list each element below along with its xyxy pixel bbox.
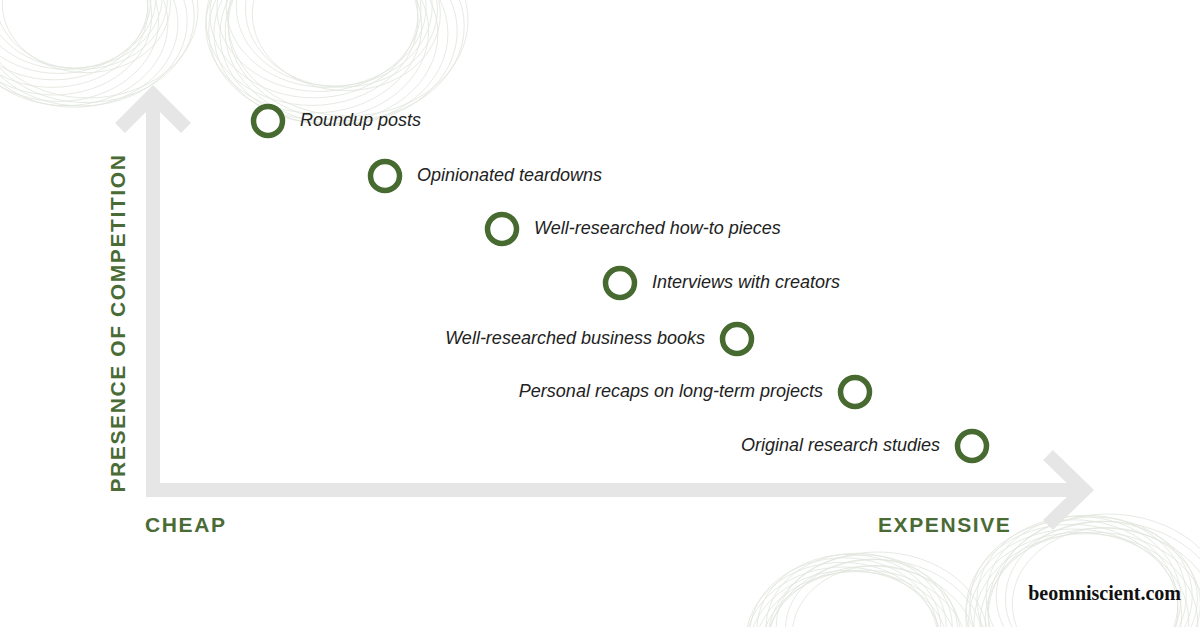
swirl-stroke bbox=[766, 553, 946, 627]
ring-marker bbox=[717, 319, 757, 359]
marker-label: Well-researched how-to pieces bbox=[534, 218, 781, 240]
swirl-stroke bbox=[757, 554, 941, 627]
swirl-stroke bbox=[1012, 528, 1200, 627]
x-axis-line bbox=[146, 483, 1085, 497]
swirl-stroke bbox=[776, 555, 952, 627]
swirl-stroke bbox=[0, 0, 151, 73]
ring-circle bbox=[488, 215, 517, 244]
swirl-stroke bbox=[206, 0, 422, 113]
swirl-stroke bbox=[217, 0, 421, 91]
marker-node: Original research studies bbox=[729, 426, 992, 466]
x-axis-max-label: EXPENSIVE bbox=[878, 513, 1011, 537]
marker-node: Well-researched business books bbox=[433, 319, 757, 359]
y-axis-arrowhead bbox=[120, 95, 186, 128]
x-axis-min-label: CHEAP bbox=[145, 513, 227, 537]
swirl-stroke bbox=[245, 0, 437, 87]
swirl-stroke bbox=[252, 0, 440, 91]
marker-label: Personal recaps on long-term projects bbox=[519, 381, 823, 403]
ring-marker bbox=[365, 156, 405, 196]
swirl-stroke bbox=[996, 517, 1192, 627]
swirl-stroke bbox=[209, 0, 429, 119]
swirl-stroke bbox=[228, 0, 464, 121]
marker-label: Well-researched business books bbox=[445, 328, 705, 350]
marker-label: Interviews with creators bbox=[652, 272, 840, 294]
swirl-stroke bbox=[986, 515, 1186, 627]
swirl-stroke bbox=[0, 0, 167, 69]
swirl-stroke bbox=[750, 558, 938, 627]
swirl-stroke bbox=[0, 0, 198, 98]
marker-label: Original research studies bbox=[741, 435, 940, 457]
swirl-stroke bbox=[746, 567, 942, 627]
swirl-stroke bbox=[228, 0, 468, 116]
ring-marker bbox=[952, 426, 992, 466]
swirl-stroke bbox=[1005, 521, 1197, 627]
marker-label: Roundup posts bbox=[300, 110, 421, 132]
swirl-stroke bbox=[988, 514, 1200, 627]
y-axis-line bbox=[146, 100, 160, 496]
marker-node: Personal recaps on long-term projects bbox=[507, 372, 875, 412]
marker-label: Opinionated teardowns bbox=[417, 165, 602, 187]
ring-marker bbox=[835, 372, 875, 412]
ring-circle bbox=[958, 432, 987, 461]
swirl-stroke bbox=[206, 0, 418, 105]
swirl-stroke bbox=[2, 0, 170, 73]
swirl-stroke bbox=[0, 0, 156, 69]
marker-node: Roundup posts bbox=[248, 101, 433, 141]
ring-circle bbox=[606, 269, 635, 298]
swirl-stroke bbox=[236, 0, 432, 86]
swirl-stroke bbox=[969, 532, 1189, 627]
swirl-stroke bbox=[0, 0, 148, 87]
ring-circle bbox=[723, 325, 752, 354]
y-axis-title: PRESENCE OF COMPETITION bbox=[105, 154, 129, 493]
ring-circle bbox=[254, 107, 283, 136]
ring-circle bbox=[841, 378, 870, 407]
ring-marker bbox=[600, 263, 640, 303]
watermark: beomniscient.com bbox=[1028, 582, 1181, 605]
x-axis-arrowhead bbox=[1048, 455, 1084, 525]
ring-marker bbox=[482, 209, 522, 249]
marker-node: Well-researched how-to pieces bbox=[482, 209, 793, 249]
swirl-stroke bbox=[760, 570, 968, 627]
ring-circle bbox=[371, 162, 400, 191]
marker-node: Opinionated teardowns bbox=[365, 156, 614, 196]
swirl-stroke bbox=[226, 0, 426, 87]
swirl-stroke bbox=[0, 0, 168, 106]
axes bbox=[120, 95, 1085, 525]
ring-marker bbox=[248, 101, 288, 141]
swirl-stroke bbox=[0, 0, 162, 68]
swirl-stroke bbox=[792, 566, 960, 627]
swirl-stroke bbox=[785, 559, 957, 627]
marker-node: Interviews with creators bbox=[600, 263, 852, 303]
